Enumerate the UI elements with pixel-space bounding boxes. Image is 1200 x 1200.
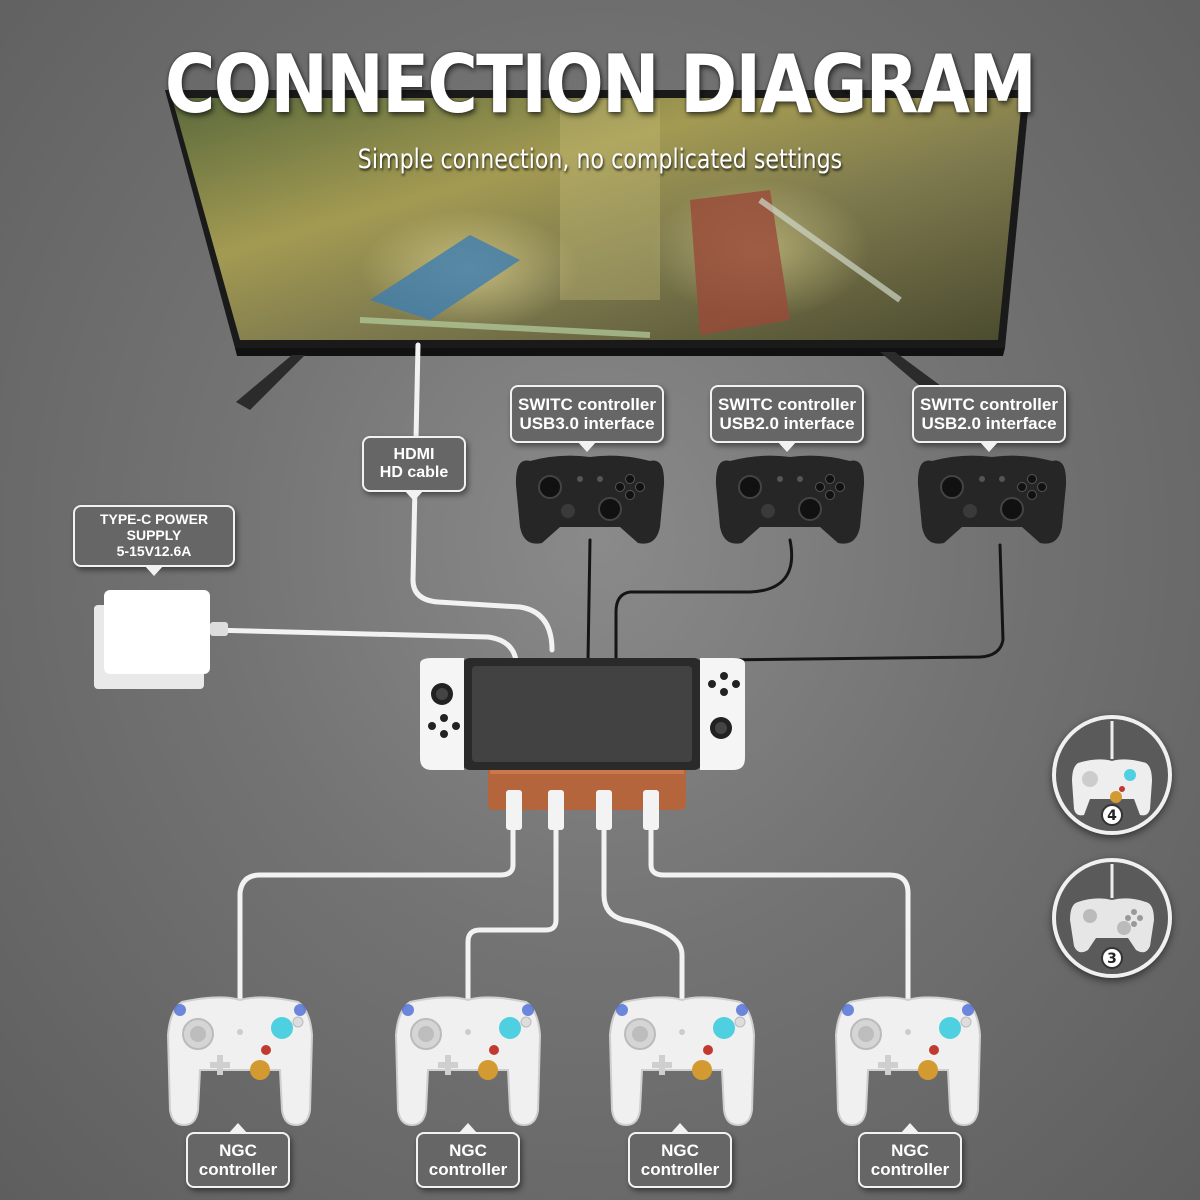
ngc-controller-callout-1: NGC controller xyxy=(186,1123,290,1188)
switch-pro-controller-1 xyxy=(514,454,666,545)
switch-controller-callout-3: SWITC controller USB2.0 interface xyxy=(912,385,1066,452)
ngc-callout-4-line-1: NGC xyxy=(891,1140,929,1160)
ngc-controller-1 xyxy=(167,996,313,1126)
diagram-subtitle: Simple connection, no complicated settin… xyxy=(357,144,843,175)
switch-callout-3-line-1: SWITC controller xyxy=(920,394,1058,414)
diagram-title: CONNECTION DIAGRAM xyxy=(164,38,1037,131)
mode-3-players-icon: 3 xyxy=(1052,858,1172,978)
ngc-cable-3 xyxy=(601,792,685,1003)
switch-controller-callout-1: SWITC controller USB3.0 interface xyxy=(510,385,664,452)
power-callout-line-2: SUPPLY xyxy=(126,527,182,544)
hdmi-callout-line-1: HDMI xyxy=(393,446,435,464)
ngc-callout-4-line-2: controller xyxy=(870,1160,950,1179)
ngc-callout-1-line-1: NGC xyxy=(219,1140,257,1160)
switch-pro-controller-2 xyxy=(714,454,866,545)
switch-controller-callout-2: SWITC controller USB2.0 interface xyxy=(710,385,864,452)
ngc-controller-callout-4: NGC controller xyxy=(858,1123,962,1188)
ngc-callout-2-line-1: NGC xyxy=(449,1140,487,1160)
power-callout-line-3: 5-15V12.6A xyxy=(116,542,192,559)
game-character-enemy xyxy=(690,190,790,335)
ngc-controller-callout-3: NGC controller xyxy=(628,1123,732,1188)
mode-4-players-icon: 4 xyxy=(1052,715,1172,835)
switch-cables xyxy=(586,538,1005,662)
ngc-cable-1 xyxy=(237,792,516,1003)
ngc-cable-2 xyxy=(465,792,559,1003)
ngc-controller-callout-2: NGC controller xyxy=(416,1123,520,1188)
switch-pro-controller-3 xyxy=(916,454,1068,545)
game-character-link xyxy=(370,235,520,320)
ngc-cable-4 xyxy=(648,792,911,1003)
usb-plugs xyxy=(506,790,659,830)
joycon-left xyxy=(420,658,464,770)
hdmi-cable xyxy=(410,342,555,653)
switch-callout-1-line-2: USB3.0 interface xyxy=(519,414,655,433)
power-cable xyxy=(207,627,519,663)
switch-callout-1-line-1: SWITC controller xyxy=(518,394,656,414)
ngc-controller-2 xyxy=(395,996,541,1126)
cables xyxy=(207,342,911,1003)
mode-3-number: 3 xyxy=(1107,951,1117,967)
ngc-callout-3-line-2: controller xyxy=(640,1160,720,1179)
hdmi-callout: HDMI HD cable xyxy=(362,436,466,501)
ngc-callout-3-line-1: NGC xyxy=(661,1140,699,1160)
switch-callout-3-line-2: USB2.0 interface xyxy=(921,414,1057,433)
mode-4-number: 4 xyxy=(1107,808,1117,824)
pro-controller-icon: 3 xyxy=(1070,864,1154,969)
power-callout-line-1: TYPE-C POWER xyxy=(99,511,209,528)
ngc-controller-3 xyxy=(609,996,755,1126)
gc-controller-icon: 4 xyxy=(1072,721,1152,826)
switch-callout-2-line-1: SWITC controller xyxy=(718,394,856,414)
switch-callout-2-line-2: USB2.0 interface xyxy=(719,414,855,433)
power-adapter xyxy=(94,590,228,689)
power-supply-callout: TYPE-C POWER SUPPLY 5-15V12.6A xyxy=(73,505,235,576)
ngc-callout-2-line-2: controller xyxy=(428,1160,508,1179)
hdmi-callout-line-2: HD cable xyxy=(379,464,449,481)
tv-leg-left xyxy=(236,355,305,410)
tv xyxy=(165,90,1030,410)
ngc-controller-4 xyxy=(835,996,981,1126)
ngc-callout-1-line-2: controller xyxy=(198,1160,278,1179)
switch-console xyxy=(420,658,745,830)
